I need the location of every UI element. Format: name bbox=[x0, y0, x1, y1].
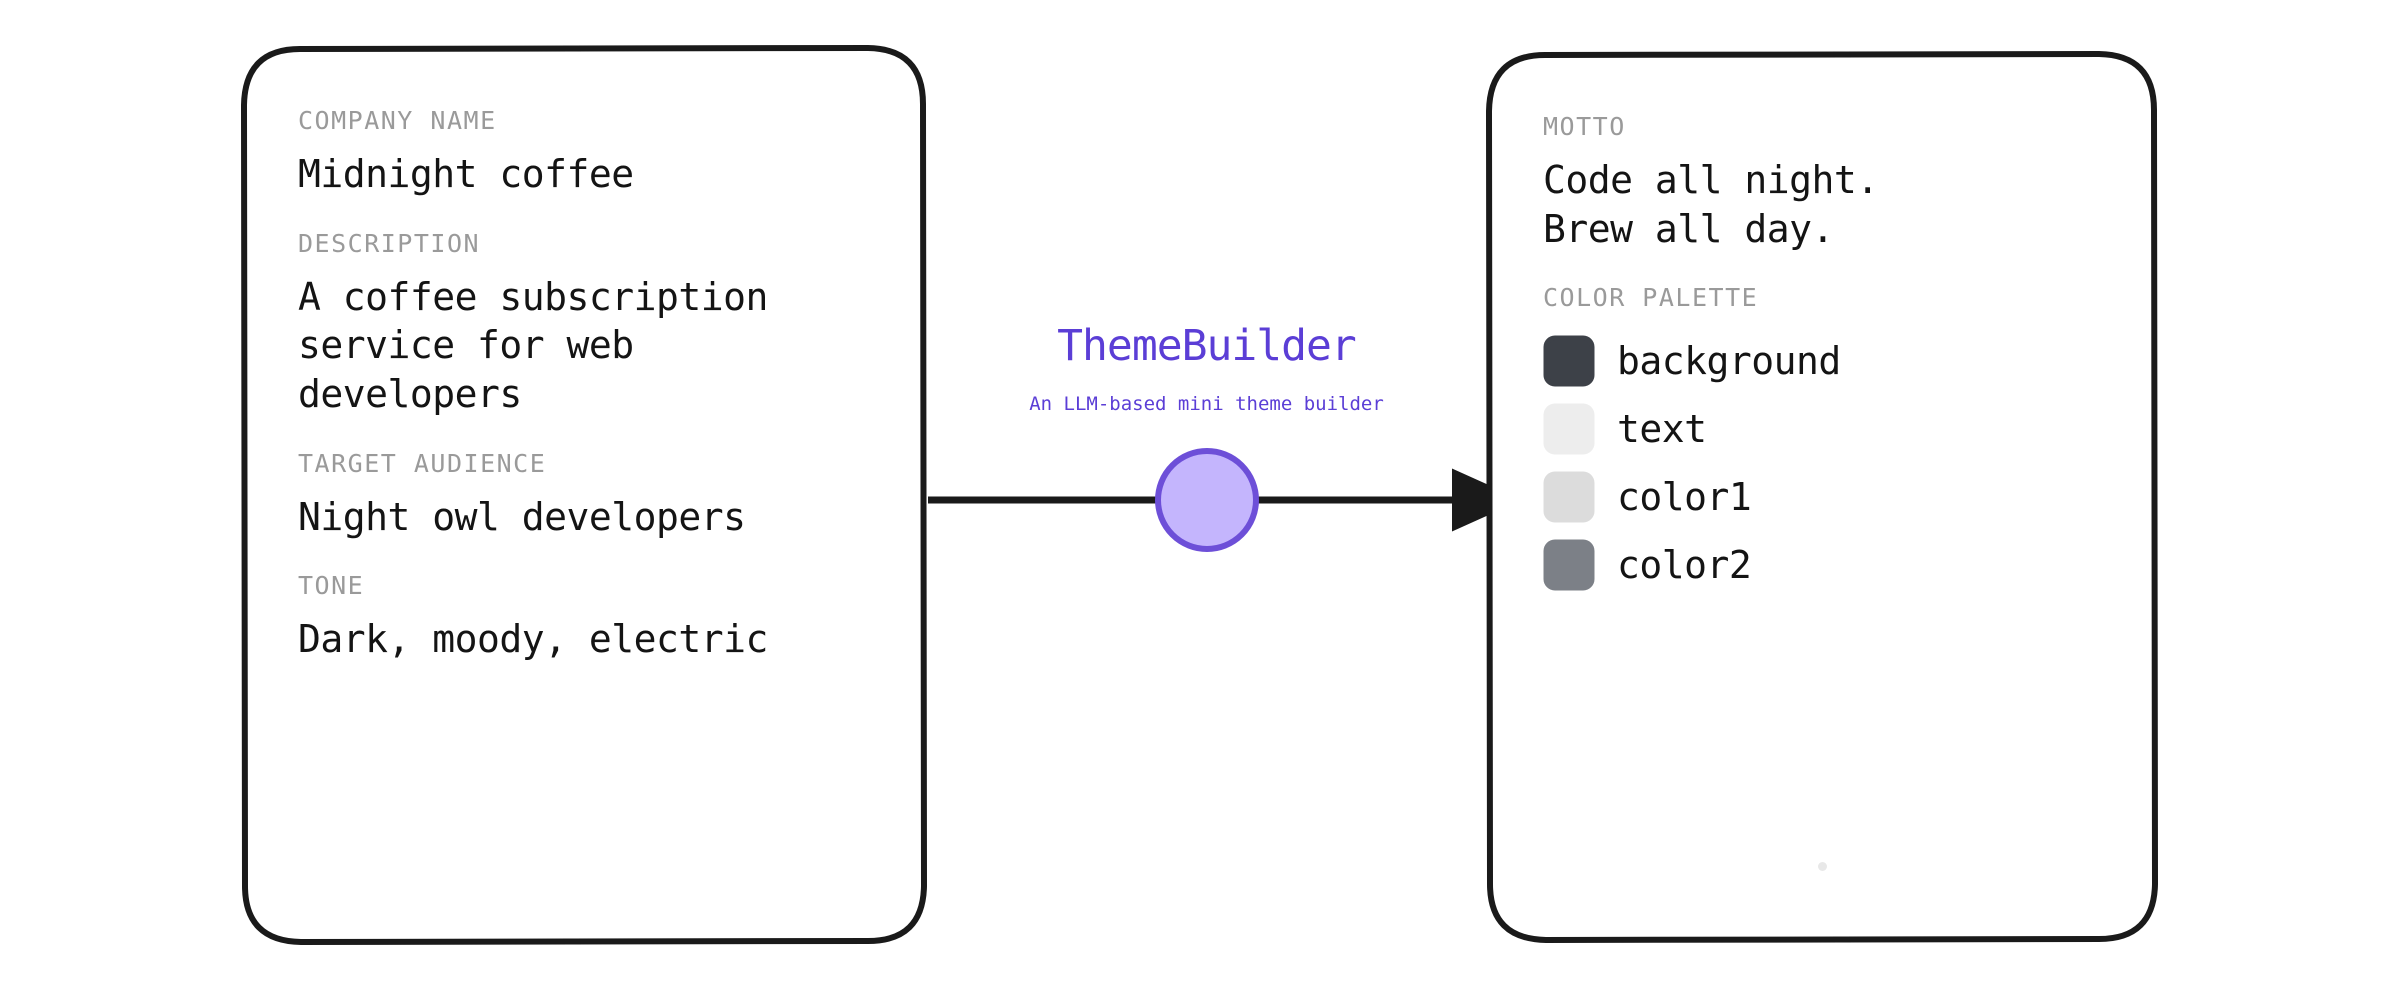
palette-color-name: background bbox=[1617, 339, 1841, 384]
field-target-audience: TARGET AUDIENCE Night owl developers bbox=[298, 449, 870, 542]
palette-color-name: color1 bbox=[1617, 475, 1752, 520]
field-label: TONE bbox=[298, 571, 365, 601]
color-swatch-color2[interactable] bbox=[1543, 539, 1595, 591]
field-motto: MOTTO Code all night. Brew all day. bbox=[1543, 112, 2101, 253]
field-company-name: COMPANY NAME Midnight coffee bbox=[298, 106, 870, 199]
generated-theme-panel: MOTTO Code all night. Brew all day. COLO… bbox=[1486, 51, 2158, 943]
color-swatch-color1[interactable] bbox=[1543, 471, 1595, 523]
field-tone: TONE Dark, moody, electric bbox=[298, 571, 870, 664]
field-color-palette: COLOR PALETTE background text bbox=[1543, 283, 2101, 599]
field-label: TARGET AUDIENCE bbox=[298, 448, 547, 478]
process-node-circle[interactable] bbox=[1155, 448, 1259, 552]
field-label: COLOR PALETTE bbox=[1543, 283, 1759, 313]
field-value: Code all night. Brew all day. bbox=[1543, 158, 1879, 251]
input-brief-panel: COMPANY NAME Midnight coffee DESCRIPTION… bbox=[241, 45, 927, 945]
field-value: Midnight coffee bbox=[298, 152, 634, 196]
palette-row[interactable]: text bbox=[1543, 395, 2101, 463]
palette-color-name: text bbox=[1617, 407, 1707, 452]
color-swatch-background[interactable] bbox=[1543, 335, 1595, 387]
loading-dot-indicator bbox=[1818, 862, 1827, 871]
palette-row[interactable]: color1 bbox=[1543, 463, 2101, 531]
arrow-svg bbox=[928, 448, 1522, 552]
field-value: Dark, moody, electric bbox=[298, 617, 768, 662]
flow-connector: ThemeBuilder An LLM-based mini theme bui… bbox=[926, 0, 1522, 1000]
field-value: Night owl developers bbox=[298, 494, 746, 539]
field-value: A coffee subscription service for web de… bbox=[298, 274, 768, 416]
palette-row[interactable]: background bbox=[1543, 327, 2101, 395]
palette-list: background text color1 bbox=[1543, 327, 2101, 599]
color-swatch-text[interactable] bbox=[1543, 403, 1595, 455]
field-label: COMPANY NAME bbox=[298, 106, 497, 135]
app-title: ThemeBuilder bbox=[1057, 321, 1357, 371]
field-label: DESCRIPTION bbox=[298, 228, 481, 258]
field-label: MOTTO bbox=[1543, 112, 1626, 141]
app-subtitle: An LLM-based mini theme builder bbox=[1029, 393, 1384, 415]
palette-color-name: color2 bbox=[1617, 543, 1752, 588]
palette-row[interactable]: color2 bbox=[1543, 531, 2101, 599]
field-description: DESCRIPTION A coffee subscription servic… bbox=[298, 229, 870, 419]
